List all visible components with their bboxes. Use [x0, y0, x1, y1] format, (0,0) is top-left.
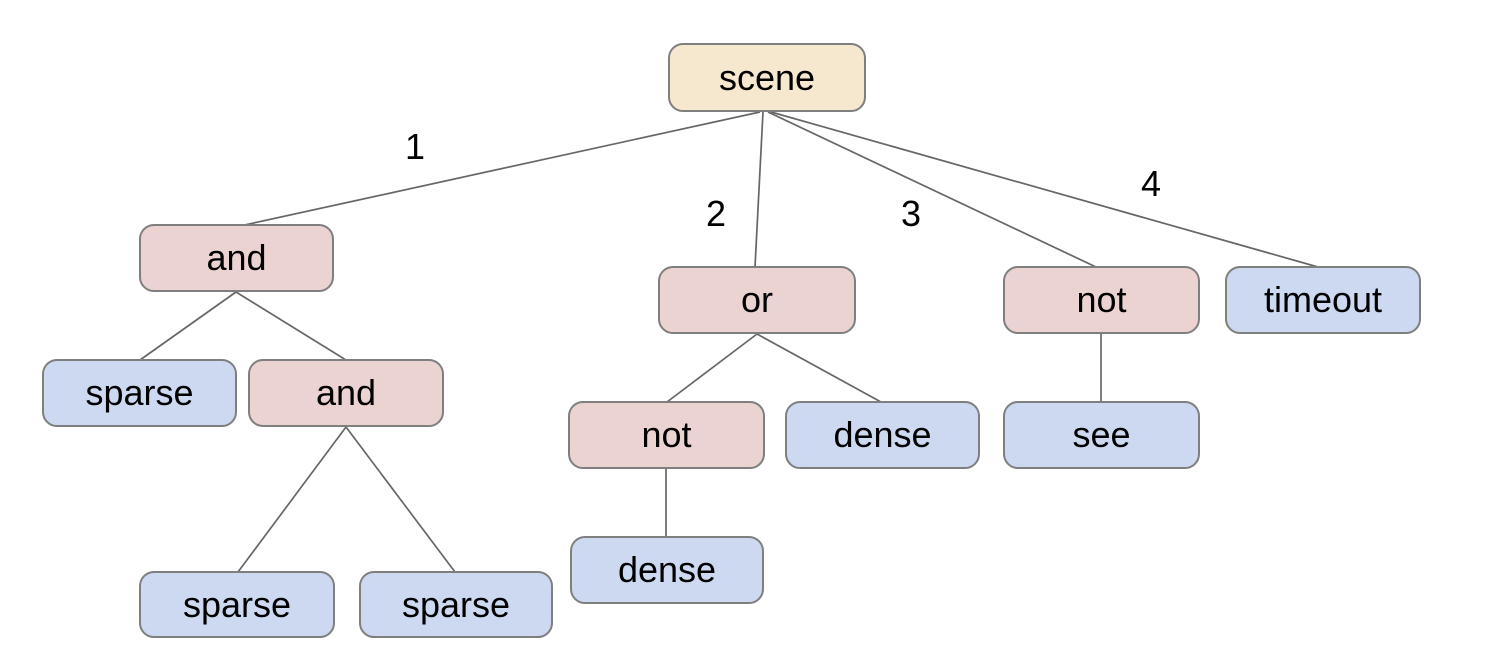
node-and-2-label: and: [315, 372, 377, 413]
node-sparse-3-label: sparse: [401, 583, 511, 625]
node-timeout: timeout: [1225, 266, 1421, 334]
edge-label-1: 1: [404, 126, 426, 167]
node-sparse-1: sparse: [42, 359, 237, 427]
node-sparse-2: sparse: [139, 571, 335, 638]
node-and-2: and: [248, 359, 444, 427]
edge-scene-not1: [767, 111, 1097, 268]
node-see: see: [1003, 401, 1200, 469]
edge-scene-timeout1: [770, 111, 1319, 268]
edge-or1-dense1: [756, 333, 882, 403]
node-or-label: or: [740, 279, 773, 320]
node-not-2: not: [568, 401, 765, 469]
node-dense-1-label: dense: [833, 414, 932, 455]
node-and-1-label: and: [206, 237, 267, 278]
edge-and1-and2: [235, 291, 347, 361]
node-not-1-label: not: [1076, 279, 1127, 320]
edge-scene-or1: [754, 111, 764, 268]
node-not-1: not: [1003, 266, 1200, 334]
edge-label-2: 2: [705, 193, 727, 234]
edge-label-3: 3: [900, 193, 922, 234]
node-dense-1: dense: [785, 401, 980, 469]
node-see-label: see: [1072, 414, 1131, 455]
node-not-2-label: not: [641, 414, 692, 455]
node-and-1: and: [139, 224, 334, 292]
edge-and2-sparse3: [345, 426, 456, 573]
node-or: or: [658, 266, 856, 334]
edge-or1-not2: [666, 333, 758, 403]
node-scene-label: scene: [718, 56, 816, 98]
edge-and2-sparse2: [237, 426, 347, 573]
edge-scene-and1: [239, 111, 761, 227]
edge-and1-sparse1: [139, 291, 237, 361]
node-dense-2: dense: [570, 536, 764, 604]
node-timeout-label: timeout: [1263, 279, 1383, 320]
node-dense-2-label: dense: [617, 549, 717, 590]
edge-label-4: 4: [1140, 163, 1162, 204]
node-sparse-3: sparse: [359, 571, 553, 638]
node-sparse-1-label: sparse: [85, 372, 194, 413]
node-sparse-2-label: sparse: [182, 583, 292, 625]
node-scene: scene: [668, 43, 866, 112]
